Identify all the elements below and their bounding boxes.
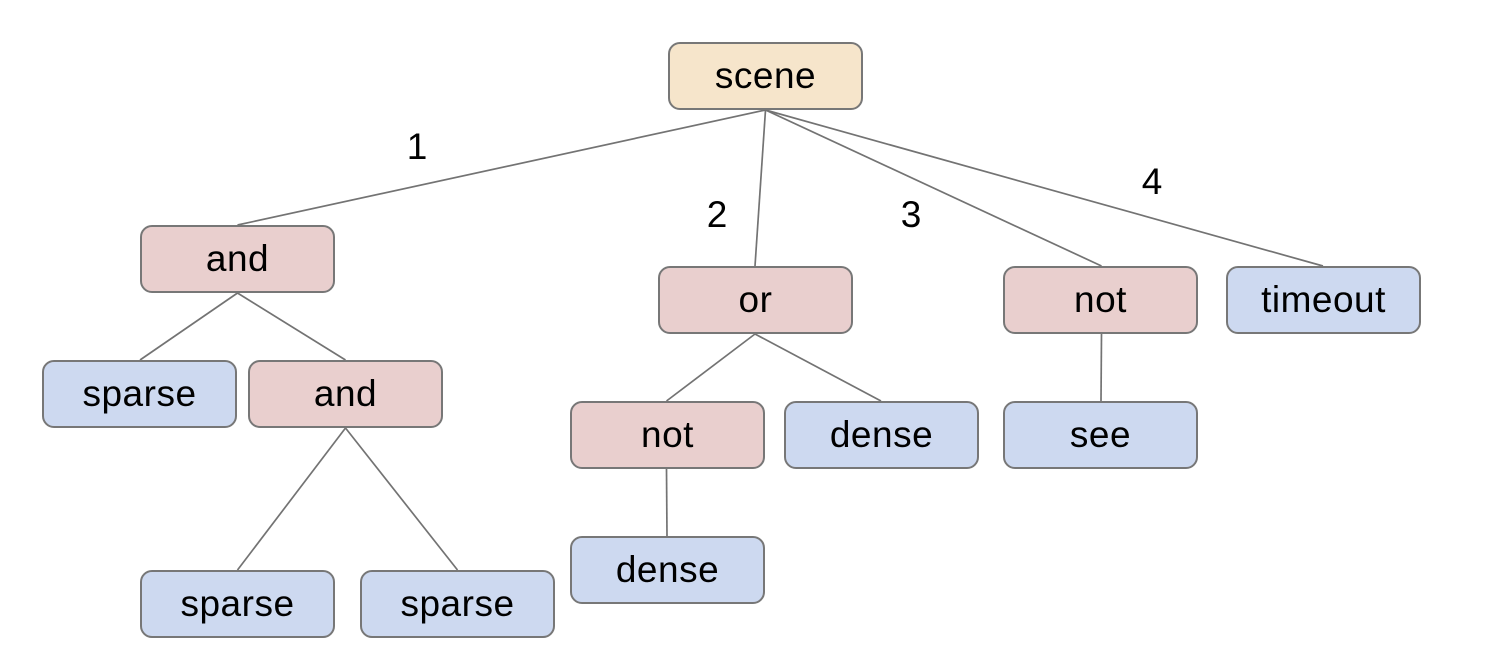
node-see: see: [1003, 401, 1198, 469]
node-sparse-1: sparse: [42, 360, 237, 428]
edge-label-3: 3: [900, 194, 922, 235]
edge-and-sparse: [139, 292, 238, 361]
node-sparse-2: sparse: [140, 570, 335, 638]
node-timeout: timeout: [1226, 266, 1421, 334]
node-not-1: not: [1003, 266, 1198, 334]
node-dense-2: dense: [570, 536, 765, 604]
node-or: or: [658, 266, 853, 334]
edge-label-1: 1: [406, 126, 428, 167]
edge-scene-and: [237, 109, 766, 226]
node-dense-1: dense: [784, 401, 979, 469]
edge-or-not: [665, 333, 756, 402]
node-and-2: and: [248, 360, 443, 428]
edge-not2-dense: [665, 468, 668, 537]
edge-and2-sparse-right: [344, 427, 459, 571]
edge-and2-sparse-left: [236, 427, 347, 571]
edge-or-dense: [754, 333, 882, 402]
edge-label-4: 4: [1141, 161, 1163, 202]
edge-scene-not: [765, 109, 1102, 267]
node-and-1: and: [140, 225, 335, 293]
edge-scene-timeout: [765, 109, 1324, 267]
edge-label-2: 2: [706, 194, 728, 235]
edge-and-and: [237, 292, 346, 361]
node-sparse-3: sparse: [360, 570, 555, 638]
edge-scene-or: [754, 109, 767, 267]
node-scene: scene: [668, 42, 863, 110]
edge-not-see: [1100, 333, 1103, 402]
node-not-2: not: [570, 401, 765, 469]
